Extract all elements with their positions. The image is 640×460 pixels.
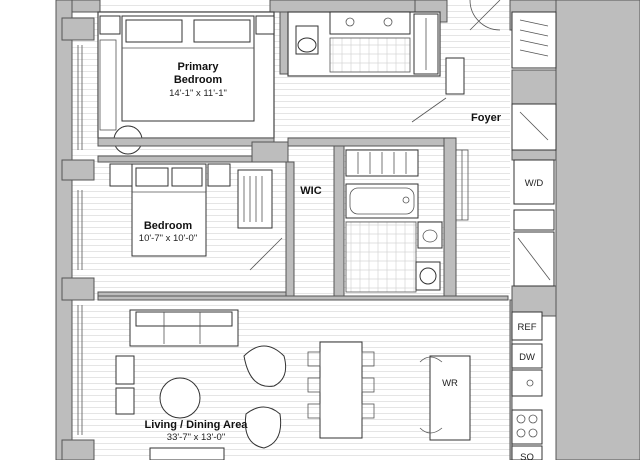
linen-closet (445, 57, 465, 95)
primary-bedroom-dims: 14'-1" x 11'-1" (169, 88, 227, 99)
primary-bedroom (97, 11, 275, 155)
bathtub (345, 183, 419, 219)
primary-bedroom-name-line1: Primary (178, 61, 220, 73)
coat-closet (511, 11, 557, 151)
dishwasher-label: DW (519, 352, 535, 363)
living-dining-dims: 33'-7" x 13'-0" (167, 432, 225, 443)
wic-name: WIC (300, 185, 321, 197)
bedroom (109, 163, 283, 271)
double-vanity (329, 11, 411, 35)
refrigerator-label: REF (518, 322, 537, 333)
bedroom-name: Bedroom (144, 220, 193, 232)
cooktop (511, 409, 543, 445)
foyer-name: Foyer (471, 112, 502, 124)
foyer-door (411, 0, 501, 123)
primary-bath (279, 11, 465, 95)
nightstand (109, 163, 133, 187)
nightstand (255, 15, 275, 35)
second-bath (345, 149, 469, 293)
side-table (115, 355, 135, 385)
walk-in-closet (237, 149, 419, 229)
washer-dryer-label: W/D (525, 178, 544, 189)
kitchen-island: WR (419, 355, 471, 441)
bottom-appliance-label: SO (520, 452, 534, 460)
living-dining-area (115, 309, 375, 460)
primary-bedroom-name-line2: Bedroom (174, 74, 223, 86)
exterior-wall-left (55, 0, 95, 460)
bedroom-dims: 10'-7" x 10'-0" (139, 233, 197, 244)
nightstand (207, 163, 231, 187)
washer-dryer-closet[interactable]: W/D (513, 159, 555, 287)
dining-table (319, 341, 363, 439)
coffee-table (159, 377, 201, 419)
interior-walls (97, 137, 513, 460)
living-dining-name: Living / Dining Area (145, 419, 249, 431)
sink (417, 221, 443, 249)
room-labels: Primary Bedroom 14'-1" x 11'-1" Bedroom … (139, 61, 502, 443)
wine-refrigerator-label: WR (442, 378, 458, 389)
lounge-chair (244, 406, 282, 449)
nightstand (99, 15, 121, 35)
exterior-wall-right (509, 0, 640, 460)
kitchen-appliances: REF DW SO (511, 311, 543, 460)
side-table (115, 387, 135, 415)
lounge-chair (243, 345, 287, 387)
